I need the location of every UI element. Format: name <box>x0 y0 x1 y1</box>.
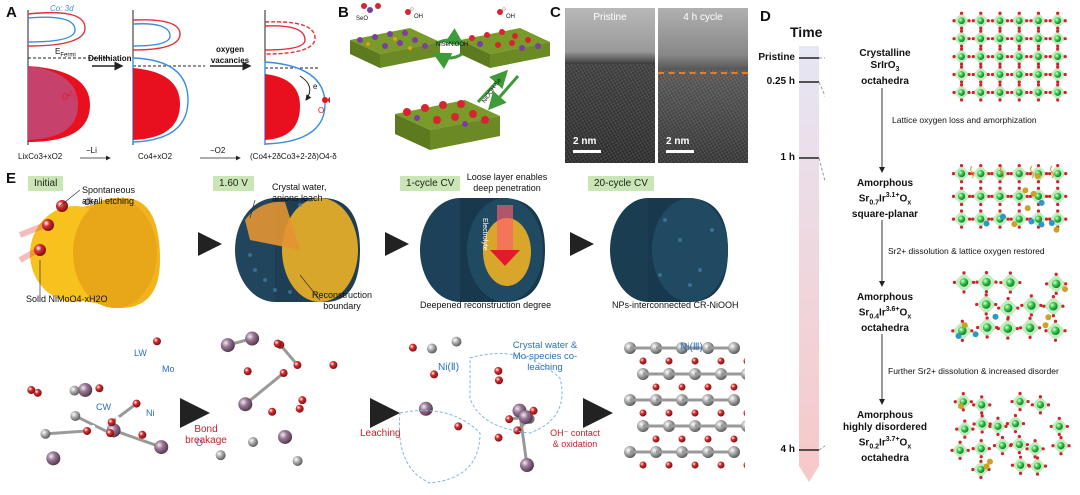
slab-3 <box>395 100 500 150</box>
tick-pristine: Pristine <box>758 52 795 63</box>
tick-4h: 4 h <box>780 444 795 455</box>
crystal-water-label: Crystal water, anions leach <box>272 182 327 203</box>
oh-label-b1: OH <box>414 14 423 20</box>
delithiation-label: Delithiation <box>88 54 132 63</box>
scale-bar-2 <box>666 150 694 153</box>
cylinder-1-60v <box>235 198 360 302</box>
ni-ii-label: Ni(Ⅱ) <box>438 362 460 373</box>
state-2-label: Amorphous Sr0.4Ir3.6+Ox octahedra <box>856 292 914 335</box>
transition-2: Sr2+ dissolution & lattice oxygen restor… <box>888 246 1045 256</box>
efermi-label: EFermi <box>55 47 76 59</box>
tem-image-pristine: Pristine 2 nm <box>565 8 655 163</box>
panel-label-b: B <box>338 4 349 21</box>
electron-label: e <box>313 82 318 91</box>
tick-1h: 1 h <box>780 152 795 163</box>
lattice-amorphous-octahedra <box>951 270 1068 342</box>
slab-1 <box>350 28 440 68</box>
state-flow-arrows <box>879 88 885 405</box>
bond-breakage-label: Bond breakage <box>185 424 227 446</box>
panel-a-band-diagram <box>27 10 330 161</box>
panel-label-e: E <box>6 170 17 187</box>
panel-label-a: A <box>6 4 17 21</box>
oh-contact-label: OH⁻ contact & oxidation <box>550 428 600 449</box>
nise-label: NiSe <box>436 42 450 48</box>
o2-label: O <box>318 106 325 115</box>
lw-label: LW <box>134 348 147 358</box>
electrolyte-label: Electrolyte <box>481 218 488 251</box>
oh-label-b2: OH <box>506 14 515 20</box>
formula-3: (Co4+2δCo3+2-2δ)O4-δ <box>250 152 337 161</box>
step-o2-label: −O2 <box>210 146 226 155</box>
step-li-label: −Li <box>86 146 97 155</box>
lattice-crystalline <box>952 11 1067 102</box>
transition-3: Further Sr2+ dissolution & increased dis… <box>888 366 1059 376</box>
tick-0-25h: 0.25 h <box>766 76 795 87</box>
time-axis-title: Time <box>790 24 823 40</box>
loose-layer-label: Loose layer enables deep penetration <box>466 172 548 193</box>
scale-bar-1 <box>573 150 601 153</box>
state-0-label: Crystalline SrIrO3 octahedra <box>859 48 911 87</box>
tem-title-4h: 4 h cycle <box>683 12 723 23</box>
o-label: O <box>196 438 204 448</box>
scale-label-1: 2 nm <box>573 136 597 147</box>
tem-image-4h: 4 h cycle 2 nm <box>658 8 748 163</box>
solid-label: Solid NiMoO4·xH2O <box>26 294 108 304</box>
nps-label: NPs-interconnected CR-NiOOH <box>612 300 739 310</box>
recon-boundary-label: Reconstruction boundary <box>311 290 373 311</box>
lattice-square-planar <box>951 163 1068 233</box>
coleach-label: Crystal water & Mo-species co- leaching <box>512 340 578 373</box>
stage-20-cycle: 20-cycle CV <box>588 176 654 191</box>
transition-1: Lattice oxygen loss and amorphization <box>892 115 1037 125</box>
scale-label-2: 2 nm <box>666 136 690 147</box>
panel-b-surface-models <box>350 3 550 150</box>
ni-iii-label: Ni(Ⅲ) <box>680 342 703 353</box>
panel-e-cylinders <box>18 189 728 308</box>
slab-2 <box>460 28 550 68</box>
stage-1-60v: 1.60 V <box>213 176 254 191</box>
mo-label: Mo <box>162 364 175 374</box>
etching-label: Spontaneous alkali etching <box>82 185 136 206</box>
niooh-label: NiOOH <box>449 42 469 48</box>
state-3-label: Amorphous highly disordered Sr0.2Ir3.7+O… <box>843 410 927 465</box>
panel-label-d: D <box>760 8 771 25</box>
tem-title-pristine: Pristine <box>593 12 627 23</box>
deepened-label: Deepened reconstruction degree <box>420 300 552 310</box>
cylinder-initial <box>18 197 160 308</box>
o-2p-label: O2-: 2p <box>62 92 87 102</box>
interface-dashed-line <box>658 72 748 74</box>
oh-label-e: OH <box>84 198 96 207</box>
lattice-disordered <box>950 392 1071 480</box>
stage-initial: Initial <box>28 176 64 191</box>
seo-label: SeO <box>356 16 369 22</box>
cylinder-1-cycle <box>420 198 545 302</box>
formula-2: Co4+xO2 <box>138 152 173 161</box>
co-3d-label: Co: 3d <box>50 4 74 13</box>
atomic-models <box>27 331 745 484</box>
time-bar <box>799 46 825 482</box>
stage-1-cycle: 1-cycle CV <box>400 176 461 191</box>
leaching-label: Leaching <box>360 428 401 439</box>
panel-label-c: C <box>550 4 561 21</box>
state-1-label: Amorphous Sr0.7Ir3.1+Ox square-planar <box>851 178 919 221</box>
formula-1: LixCo3+xO2 <box>18 152 63 161</box>
cylinder-20-cycle <box>610 198 728 302</box>
ni-label: Ni <box>146 408 155 418</box>
cw-label: CW <box>96 402 111 412</box>
